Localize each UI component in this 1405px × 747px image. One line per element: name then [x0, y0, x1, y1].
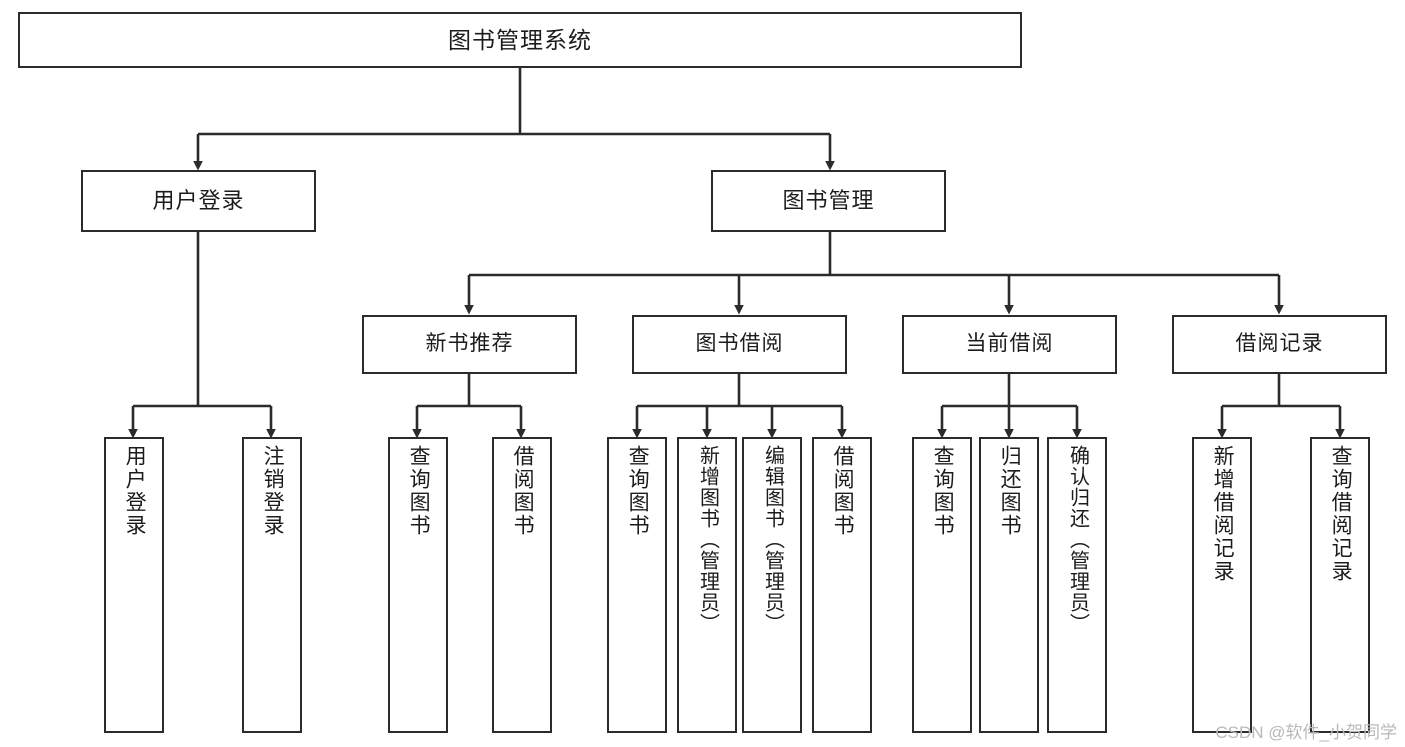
leaf-current-return-book[interactable]: 归还图书 — [979, 437, 1039, 733]
node-root-system[interactable]: 图书管理系统 — [18, 12, 1022, 68]
leaf-user-login-logout[interactable]: 注销登录 — [242, 437, 302, 733]
leaf-current-query-book[interactable]: 查询图书 — [912, 437, 972, 733]
node-new-book-recommend[interactable]: 新书推荐 — [362, 315, 577, 374]
node-label: 注销登录 — [261, 445, 285, 537]
node-label: 查询图书 — [407, 445, 431, 537]
node-label: 编辑图书（管理员） — [761, 445, 784, 634]
node-label: 查询借阅记录 — [1329, 445, 1353, 583]
node-borrow-record[interactable]: 借阅记录 — [1172, 315, 1387, 374]
node-label: 归还图书 — [998, 445, 1022, 537]
leaf-record-query-record[interactable]: 查询借阅记录 — [1310, 437, 1370, 733]
node-label: 图书管理系统 — [448, 26, 592, 53]
node-label: 借阅记录 — [1235, 332, 1324, 356]
node-label: 当前借阅 — [965, 332, 1054, 356]
leaf-recommend-borrow-book[interactable]: 借阅图书 — [492, 437, 552, 733]
node-label: 查询图书 — [626, 445, 650, 537]
watermark-text: CSDN @软件_小贺同学 — [1215, 723, 1397, 742]
node-book-management[interactable]: 图书管理 — [711, 170, 946, 232]
node-label: 图书管理 — [782, 188, 875, 214]
node-label: 借阅图书 — [511, 445, 535, 537]
leaf-borrow-add-book-admin[interactable]: 新增图书（管理员） — [677, 437, 737, 733]
node-label: 新书推荐 — [425, 332, 514, 356]
node-label: 图书借阅 — [695, 332, 784, 356]
node-current-borrow[interactable]: 当前借阅 — [902, 315, 1117, 374]
node-label: 借阅图书 — [831, 445, 855, 537]
leaf-user-login-login[interactable]: 用户登录 — [104, 437, 164, 733]
node-label: 查询图书 — [931, 445, 955, 537]
leaf-borrow-edit-book-admin[interactable]: 编辑图书（管理员） — [742, 437, 802, 733]
leaf-borrow-borrow-book[interactable]: 借阅图书 — [812, 437, 872, 733]
node-book-borrow[interactable]: 图书借阅 — [632, 315, 847, 374]
leaf-current-confirm-return-admin[interactable]: 确认归还（管理员） — [1047, 437, 1107, 733]
node-label: 用户登录 — [152, 188, 245, 214]
leaf-record-add-record[interactable]: 新增借阅记录 — [1192, 437, 1252, 733]
node-label: 用户登录 — [123, 445, 147, 537]
leaf-borrow-query-book[interactable]: 查询图书 — [607, 437, 667, 733]
node-user-login[interactable]: 用户登录 — [81, 170, 316, 232]
node-label: 新增图书（管理员） — [696, 445, 719, 634]
leaf-recommend-query-book[interactable]: 查询图书 — [388, 437, 448, 733]
node-label: 新增借阅记录 — [1211, 445, 1235, 583]
node-label: 确认归还（管理员） — [1066, 445, 1089, 634]
